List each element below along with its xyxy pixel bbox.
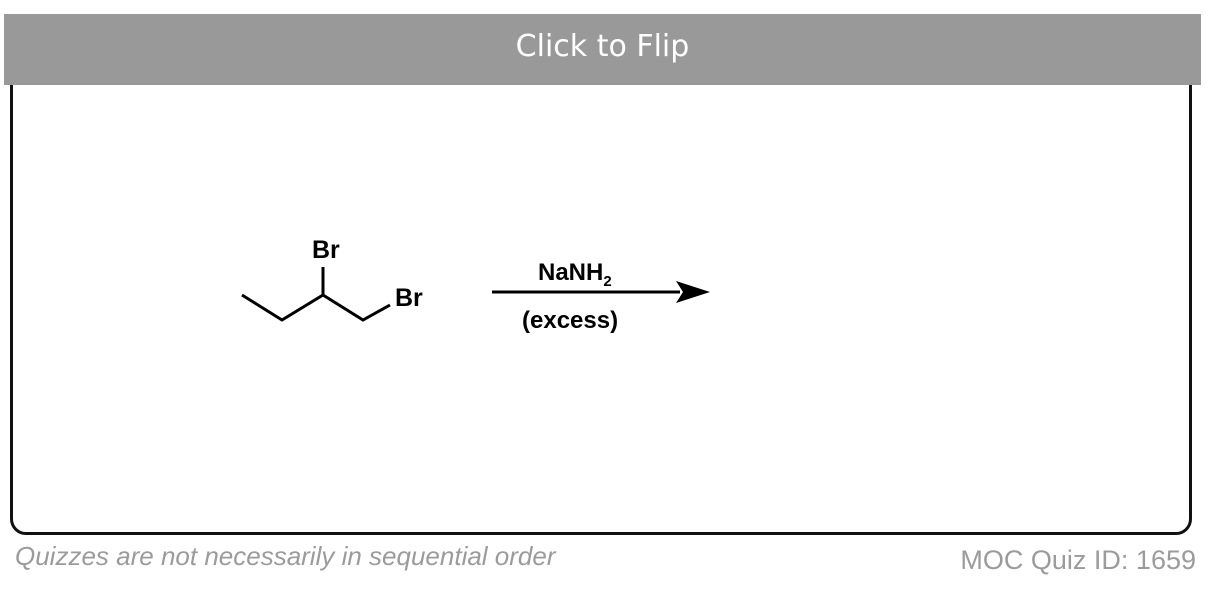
- carbon-chain: [241, 293, 391, 322]
- reagent-subscript: 2: [603, 273, 611, 290]
- quiz-id-label: MOC Quiz ID: 1659: [960, 545, 1196, 575]
- substituent-top: Br: [312, 236, 340, 264]
- flashcard[interactable]: [10, 21, 1192, 535]
- reaction-scheme: Br Br NaNH2 (excess): [230, 225, 730, 355]
- flip-label: Click to Flip: [515, 29, 690, 64]
- substituent-right: Br: [395, 284, 423, 312]
- reaction-arrow-head: [676, 281, 710, 303]
- reagent-main: NaNH2: [538, 259, 612, 290]
- sequential-order-note: Quizzes are not necessarily in sequentia…: [15, 541, 556, 571]
- reagent-condition: (excess): [522, 307, 618, 334]
- reagent-formula: NaNH: [538, 259, 603, 286]
- reaction-drawing: Br Br NaNH2 (excess): [241, 236, 710, 334]
- click-to-flip-button[interactable]: Click to Flip: [4, 14, 1201, 85]
